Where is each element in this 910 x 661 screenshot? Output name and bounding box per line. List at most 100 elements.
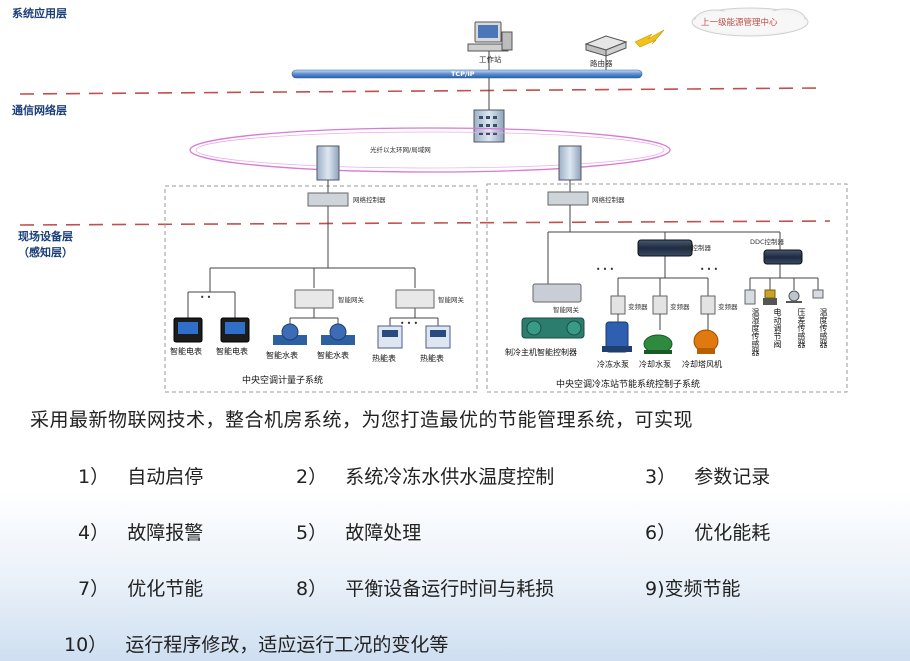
chiller-gateway-icon [532, 283, 582, 303]
workstation-icon [467, 21, 513, 52]
sensor-labels: 温湿度传感器 电动调节阀 压差传感器 温度传感器 [751, 308, 828, 356]
right-subsystem-title: 中央空调冷冻站节能系统控制子系统 [556, 378, 700, 390]
chiller-gateway-label: 智能网关 [553, 305, 580, 314]
feature-number: 9) [645, 578, 665, 600]
feature-text: 故障报警 [127, 522, 204, 544]
chilled-water-pump-label: 冷冻水泵 [597, 359, 629, 369]
tcpip-label: TCP/IP [451, 70, 475, 78]
water-meter2-label: 智能水表 [317, 350, 349, 360]
feature-number: 6） [645, 522, 677, 544]
vfd3-icon [700, 295, 716, 315]
upper-center-label: 上一级能源管理中心 [701, 17, 778, 28]
left-gateway2-icon [395, 289, 435, 309]
separator-line-bottom [19, 220, 831, 226]
cooling-water-pump-label: 冷却水泵 [639, 359, 671, 369]
feature-item: 5） 故障处理 [296, 518, 421, 545]
ddc-controller2-icon [763, 249, 803, 265]
vfd1-label: 变频器 [628, 302, 648, 311]
cooling-water-pump-icon [643, 334, 673, 354]
smart-meter2-label: 智能电表 [216, 346, 248, 356]
pressure-sensor-label: 压差传感器 [797, 308, 806, 348]
heat-meter1-label: 热能表 [372, 353, 396, 363]
architecture-diagram: 系统应用层 通信网络层 现场设备层 （感知层） 工作站 路由器 上一级能源管理中… [12, 6, 848, 393]
workstation-label: 工作站 [479, 54, 502, 64]
feature-number: 3） [645, 466, 677, 488]
pressure-sensor-icon [786, 290, 802, 303]
feature-item: 4） 故障报警 [78, 518, 203, 545]
feature-number: 1） [78, 466, 110, 488]
lightning-icon [634, 29, 665, 48]
router-icon [584, 35, 628, 57]
feature-item: 7） 优化节能 [78, 574, 203, 601]
vfd2-label: 变频器 [670, 302, 690, 311]
feature-text: 系统冷冻水供水温度控制 [345, 466, 555, 488]
feature-item: 1） 自动启停 [78, 462, 203, 489]
feature-text: 优化能耗 [694, 522, 771, 544]
water-meter2-icon [321, 323, 355, 345]
left-controller-label: 网络控制器 [353, 195, 386, 204]
feature-number: 2） [296, 466, 328, 488]
feature-number: 7） [78, 578, 110, 600]
feature-text: 自动启停 [127, 466, 204, 488]
left-meter-dots: • • [200, 293, 211, 302]
right-network-controller-icon [547, 191, 589, 206]
chiller-icon [521, 317, 585, 339]
cooling-tower-fan-label: 冷却塔风机 [682, 359, 722, 369]
feature-item: 3） 参数记录 [645, 462, 770, 489]
vfd2-icon [652, 295, 668, 315]
feature-item: 6） 优化能耗 [645, 518, 770, 545]
layer-field-sublabel: （感知层） [18, 245, 73, 259]
feature-text: 优化节能 [127, 578, 204, 600]
vfd3-label: 变频器 [718, 302, 738, 311]
right-subsystem-box [486, 183, 848, 393]
electric-valve-icon [763, 289, 777, 305]
feature-text: 平衡设备运行时间与耗损 [345, 578, 555, 600]
fiber-ring [189, 127, 671, 173]
left-heat-dots: • • • [400, 319, 418, 328]
left-gateway2-label: 智能网关 [438, 295, 465, 304]
ring-label: 光纤以太环网/局域网 [370, 145, 431, 154]
router-label: 路由器 [590, 58, 613, 68]
vfd1-icon [610, 295, 626, 315]
chilled-water-pump-icon [602, 321, 632, 353]
left-network-controller-icon [307, 192, 349, 207]
feature-text: 运行程序修改，适应运行工况的变化等 [125, 634, 449, 656]
feature-number: 4） [78, 522, 110, 544]
layer-application-label: 系统应用层 [12, 6, 67, 20]
feature-text: 变频节能 [664, 578, 741, 600]
layer-field-label: 现场设备层 [18, 229, 73, 243]
temp-humidity-sensor-icon [744, 289, 756, 305]
feature-text: 参数记录 [694, 466, 771, 488]
ddc-controller1-label: DDC控制器 [677, 243, 712, 252]
cooling-tower-fan-icon [693, 329, 719, 354]
feature-item: 8） 平衡设备运行时间与耗损 [296, 574, 554, 601]
feature-number: 10） [64, 634, 108, 656]
left-gateway1-label: 智能网关 [338, 295, 365, 304]
feature-item: 2） 系统冷冻水供水温度控制 [296, 462, 554, 489]
water-meter1-icon [273, 323, 307, 345]
layer-network-label: 通信网络层 [12, 103, 67, 117]
ddc-controller2-label: DDC控制器 [750, 237, 785, 246]
electric-valve-label: 电动调节阀 [773, 308, 782, 348]
right-switch-icon [558, 145, 582, 181]
right-controller-label: 网络控制器 [592, 195, 625, 204]
feature-number: 5） [296, 522, 328, 544]
left-gateway1-icon [294, 289, 334, 309]
right-dots-1: • • • [596, 265, 614, 274]
heat-meter2-label: 热能表 [420, 353, 444, 363]
description-text: 采用最新物联网技术，整合机房系统，为您打造最优的节能管理系统，可实现 [30, 409, 694, 431]
left-tree-lines [187, 206, 439, 326]
right-dots-2: • • • [700, 265, 718, 274]
tcpip-bus [291, 69, 643, 79]
vfd-links [617, 314, 709, 330]
feature-item: 9)变频节能 [645, 574, 741, 601]
right-tree-lines [547, 205, 819, 296]
temp-humidity-sensor-label: 温湿度传感器 [751, 308, 760, 356]
water-meter1-label: 智能水表 [266, 350, 298, 360]
cloud-icon [691, 7, 809, 37]
separator-line-top [19, 87, 821, 95]
chiller-label: 制冷主机智能控制器 [505, 347, 577, 357]
feature-item: 10） 运行程序修改，适应运行工况的变化等 [64, 630, 448, 657]
left-switch-icon [316, 145, 340, 181]
smart-meter1-label: 智能电表 [170, 346, 202, 356]
